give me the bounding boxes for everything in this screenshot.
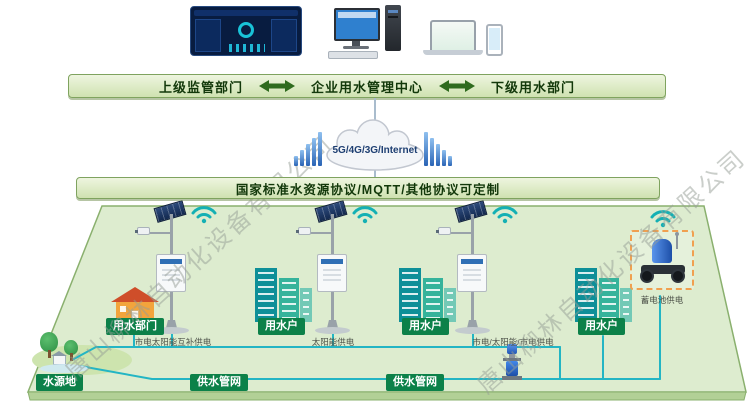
cloud-icon [326, 119, 424, 171]
double-arrow-icon [439, 80, 475, 92]
telemetry-station [286, 200, 390, 334]
camera-arm [147, 232, 173, 234]
management-banner: 上级监管部门 企业用水管理中心 下级用水部门 [68, 74, 666, 98]
laptop-base [423, 50, 483, 55]
building [399, 268, 421, 322]
valve-body [641, 265, 685, 274]
dashboard-header [194, 10, 298, 16]
connector-line [374, 168, 376, 178]
water-source-label: 水源地 [36, 374, 83, 391]
station-pedestal [327, 320, 338, 328]
enterprise-water-center-label: 企业用水管理中心 [310, 79, 423, 95]
building [620, 288, 632, 322]
platform-front-edge [27, 391, 747, 401]
tree [64, 340, 78, 361]
site-label-water-user: 用水户 [402, 318, 449, 335]
pump-neck [509, 354, 515, 358]
wifi-icon [191, 206, 217, 224]
wifi-icon [352, 206, 378, 224]
building [444, 288, 456, 322]
house-window [120, 306, 126, 312]
building [255, 268, 277, 322]
laptop-screen [430, 20, 476, 50]
power-note: 市电太阳能互补供电 [134, 337, 212, 347]
building [300, 288, 312, 322]
protocol-label: 国家标准水资源协议/MQTT/其他协议可定制 [235, 182, 501, 197]
telemetry-station [426, 200, 530, 334]
tree-crown [40, 332, 58, 352]
flow-meter-pump [501, 344, 523, 384]
site-label-water-department: 用水部门 [106, 318, 164, 335]
dashboard-bar-chart [229, 44, 265, 52]
pump-base [502, 376, 522, 380]
valve-wheel [671, 269, 685, 283]
dashboard-left-panel [195, 19, 221, 52]
station-pedestal [467, 320, 478, 328]
tree-crown [64, 340, 78, 355]
site-label-water-user: 用水户 [578, 318, 625, 335]
water-user-buildings [252, 268, 314, 322]
house-roof [111, 287, 159, 302]
camera-icon [436, 227, 451, 235]
control-cabinet [156, 254, 186, 292]
wifi-icon [650, 210, 676, 228]
control-cabinet [317, 254, 347, 292]
monitor-stand [352, 41, 360, 46]
building [599, 278, 619, 322]
pump-flange [503, 358, 521, 361]
tree-trunk [48, 350, 52, 358]
water-user-buildings [396, 268, 458, 322]
pump-motor [507, 344, 517, 354]
monitor-stand-base [343, 46, 369, 49]
pipe-network-label: 供水管网 [386, 374, 444, 391]
station-base [154, 327, 189, 334]
station-base [315, 327, 350, 334]
building [279, 278, 299, 322]
water-user-buildings [572, 268, 634, 322]
power-note: 市电/太阳能/市电供电 [472, 337, 554, 347]
station-pedestal [166, 320, 177, 328]
monitoring-dashboard-screen [190, 6, 302, 56]
site-label-water-user: 用水户 [258, 318, 305, 335]
keyboard [328, 51, 378, 59]
station-base [455, 327, 490, 334]
power-note: 太阳能供电 [311, 337, 355, 347]
pump-body [506, 361, 518, 376]
mobile-phone [486, 24, 503, 56]
antenna-icon [675, 232, 679, 249]
protocol-banner: 国家标准水资源协议/MQTT/其他协议可定制 [76, 177, 660, 199]
dashboard-right-panel [271, 19, 297, 52]
camera-icon [296, 227, 311, 235]
building [423, 278, 443, 322]
building [575, 268, 597, 322]
battery-controller [652, 239, 672, 263]
control-cabinet [457, 254, 487, 292]
tree-trunk [70, 353, 74, 361]
internet-cloud: 5G/4G/3G/Internet [316, 116, 434, 174]
desktop-monitor [334, 8, 380, 41]
upper-supervision-label: 上级监管部门 [158, 79, 243, 95]
camera-arm [448, 232, 474, 234]
pipe-network-label: 供水管网 [190, 374, 248, 391]
wifi-icon [492, 206, 518, 224]
signal-bars-icon [294, 128, 322, 166]
connector-line [374, 98, 376, 120]
battery-valve-unit [630, 230, 694, 290]
pond [40, 364, 88, 373]
telemetry-station [125, 200, 229, 334]
dashboard-donut-chart [238, 22, 254, 38]
valve-wheel [640, 269, 654, 283]
lower-water-dept-label: 下级用水部门 [491, 79, 576, 95]
camera-icon [135, 227, 150, 235]
camera-arm [308, 232, 334, 234]
tree [40, 332, 58, 358]
cloud-label: 5G/4G/3G/Internet [332, 145, 418, 156]
power-note: 蓄电池供电 [640, 295, 684, 305]
computer-tower [385, 5, 401, 51]
double-arrow-icon [258, 80, 295, 92]
